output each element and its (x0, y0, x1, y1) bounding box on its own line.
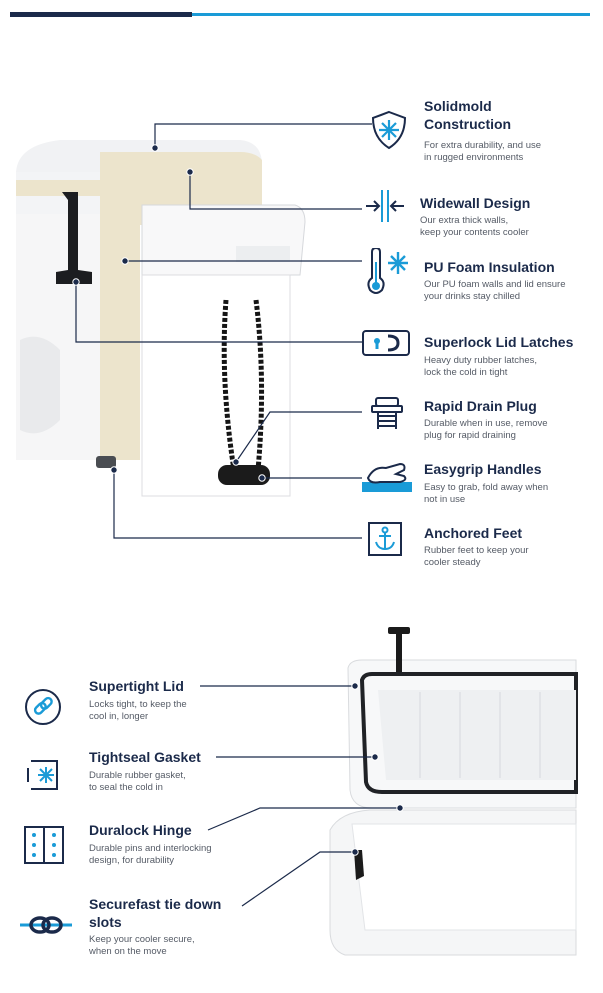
hand-grip-icon (362, 462, 412, 492)
feature-desc-duralock-hinge-line2: design, for durability (89, 855, 175, 866)
feature-desc-rapid-drain-line2: plug for rapid draining (424, 430, 516, 441)
feature-title-easygrip: Easygrip Handles (424, 461, 542, 477)
hinge-icon (24, 826, 64, 864)
feature-desc-rapid-drain-line1: Durable when in use, remove (424, 418, 548, 429)
feature-desc-tightseal-gasket-line1: Durable rubber gasket, (89, 770, 186, 781)
feature-title-widewall: Widewall Design (420, 195, 531, 211)
feature-desc-securefast-line1: Keep your cooler secure, (89, 934, 195, 945)
feature-title-tightseal-gasket: Tightseal Gasket (89, 749, 201, 765)
feature-title-superlock: Superlock Lid Latches (424, 334, 574, 350)
gasket-snowflake-icon (27, 760, 58, 790)
feature-desc-solidmold-line1: For extra durability, and use (424, 140, 542, 151)
feature-desc-supertight-lid-line1: Locks tight, to keep the (89, 699, 187, 710)
feature-desc-solidmold-line2: in rugged environments (424, 152, 524, 163)
anchor-icon (368, 522, 402, 556)
feature-desc-widewall-line1: Our extra thick walls, (420, 215, 509, 226)
feature-title-pu-foam: PU Foam Insulation (424, 259, 555, 275)
feature-desc-easygrip-line2: not in use (424, 494, 466, 505)
wall-arrows-icon (366, 190, 404, 222)
thermometer-snowflake-icon (367, 248, 408, 294)
feature-desc-anchored-feet-line1: Rubber feet to keep your (424, 545, 529, 556)
latch-illustration (56, 192, 92, 284)
gasket-illustration (359, 672, 578, 794)
header-rule-dark (10, 12, 192, 17)
feature-desc-pu-foam-line2: your drinks stay chilled (424, 291, 521, 302)
feature-title-duralock-hinge: Duralock Hinge (89, 822, 192, 838)
feature-desc-tightseal-gasket-line2: to seal the cold in (89, 782, 163, 793)
feature-desc-superlock-line1: Heavy duty rubber latches, (424, 355, 538, 366)
feature-desc-supertight-lid-line2: cool in, longer (89, 711, 149, 722)
feature-title-securefast-line2: slots (89, 914, 122, 930)
feature-desc-securefast-line2: when on the move (89, 946, 167, 957)
feature-title-anchored-feet: Anchored Feet (424, 525, 523, 541)
feature-title-supertight-lid: Supertight Lid (89, 678, 184, 694)
feature-desc-easygrip-line1: Easy to grab, fold away when (424, 482, 549, 493)
link-lock-icon (25, 689, 61, 725)
rope-knot-icon (20, 916, 72, 934)
feature-title-solidmold-line1: Solidmold (424, 98, 492, 114)
feature-title-securefast-line1: Securefast tie down (89, 896, 222, 912)
shield-spark-icon (371, 110, 407, 150)
feature-desc-anchored-feet-line2: cooler steady (424, 557, 481, 568)
feature-desc-superlock-line2: lock the cold in tight (424, 367, 508, 378)
feature-title-rapid-drain: Rapid Drain Plug (424, 398, 537, 414)
drain-plug-icon (371, 397, 403, 429)
feature-desc-pu-foam-line1: Our PU foam walls and lid ensure (424, 279, 566, 290)
latch-lock-icon (362, 330, 410, 356)
feature-desc-duralock-hinge-line1: Durable pins and interlocking (89, 843, 212, 854)
feature-desc-widewall-line2: keep your contents cooler (420, 227, 529, 238)
feature-title-solidmold-line2: Construction (424, 116, 512, 132)
header-rule-light (192, 13, 590, 16)
